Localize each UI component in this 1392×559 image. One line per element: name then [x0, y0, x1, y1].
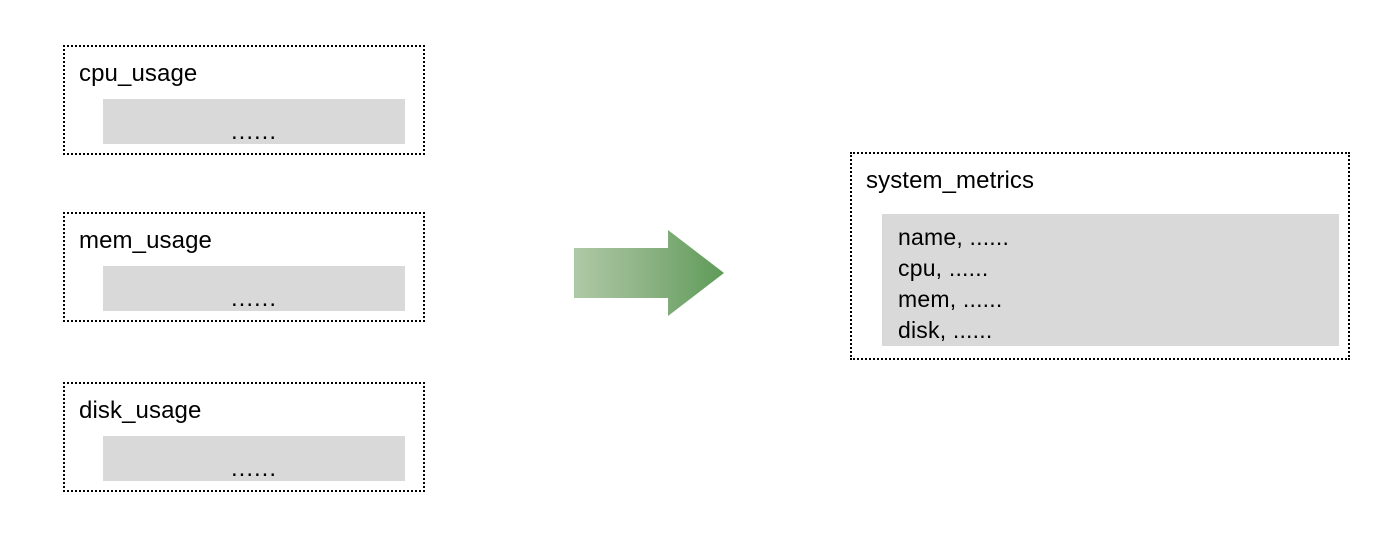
- source-node-disk-usage[interactable]: disk_usage ......: [63, 382, 425, 492]
- target-node-title: system_metrics: [866, 167, 1035, 194]
- source-node-title: disk_usage: [79, 397, 202, 424]
- target-row: name, ......: [898, 224, 1010, 250]
- target-row: mem, ......: [898, 286, 1003, 312]
- source-node-body: ......: [103, 436, 405, 481]
- source-node-title: mem_usage: [79, 227, 212, 254]
- target-node-system-metrics[interactable]: system_metrics name, ...... cpu, ...... …: [850, 152, 1350, 360]
- source-node-ellipsis: ......: [230, 118, 277, 145]
- target-row: disk, ......: [898, 317, 993, 343]
- source-node-cpu-usage[interactable]: cpu_usage ......: [63, 45, 425, 155]
- source-node-mem-usage[interactable]: mem_usage ......: [63, 212, 425, 322]
- right-arrow-icon: [570, 228, 728, 318]
- source-node-title: cpu_usage: [79, 60, 198, 87]
- target-row: cpu, ......: [898, 255, 989, 281]
- source-node-ellipsis: ......: [230, 285, 277, 312]
- target-node-body: name, ...... cpu, ...... mem, ...... dis…: [882, 214, 1339, 346]
- source-node-body: ......: [103, 99, 405, 144]
- source-node-body: ......: [103, 266, 405, 311]
- source-node-ellipsis: ......: [230, 455, 277, 482]
